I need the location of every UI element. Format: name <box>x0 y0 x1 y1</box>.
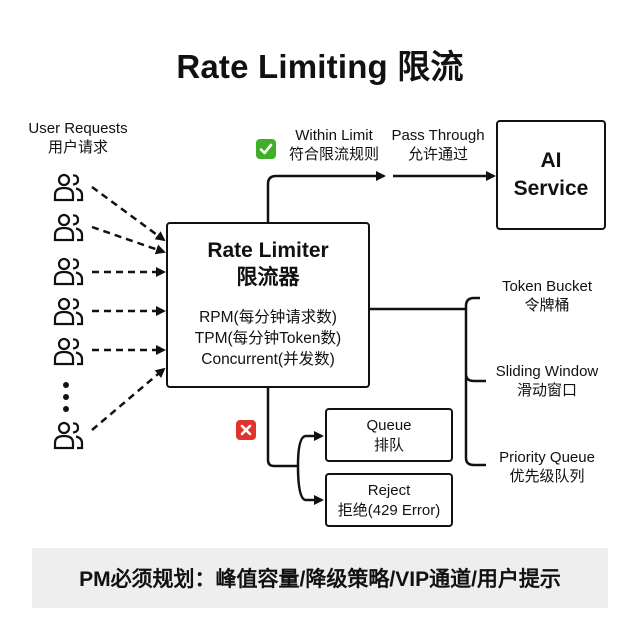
within-limit-arrow <box>266 171 386 222</box>
user-requests-label-zh: 用户请求 <box>47 139 108 156</box>
within-limit-label-zh: 符合限流规则 <box>288 146 379 163</box>
pass-through-label: Pass Through 允许通过 <box>384 126 492 164</box>
footer-banner: PM必须规划：峰值容量/降级策略/VIP通道/用户提示 <box>32 548 608 608</box>
users-icon <box>52 296 86 331</box>
reject-arrow <box>296 465 324 505</box>
check-mark-icon <box>256 139 276 159</box>
users-icon <box>52 212 86 247</box>
algorithm-bracket <box>464 296 486 467</box>
users-icon <box>52 256 86 291</box>
rate-limiter-box[interactable]: Rate Limiter 限流器 RPM(每分钟请求数) TPM(每分钟Toke… <box>166 222 370 388</box>
algorithm-label-en: Sliding Window <box>495 363 599 380</box>
rate-limiter-title-en: Rate Limiter <box>207 239 329 262</box>
diagram-title: Rate Limiting 限流 <box>176 48 464 85</box>
algorithm-label-zh: 优先级队列 <box>509 468 585 485</box>
queue-arrow <box>296 431 324 467</box>
within-limit-label: Within Limit 符合限流规则 <box>282 126 386 164</box>
queue-box[interactable]: Queue 排队 <box>325 408 453 462</box>
algorithm-label-zh: 滑动窗口 <box>516 382 577 399</box>
user-arrow <box>91 185 166 242</box>
reject-label-zh: 拒绝(429 Error) <box>337 502 441 519</box>
reject-label-en: Reject <box>367 482 411 499</box>
users-icon <box>52 172 86 207</box>
metric-concurrent: Concurrent(并发数) <box>201 351 335 368</box>
user-arrow <box>91 225 166 255</box>
more-users-ellipsis <box>62 380 70 412</box>
reject-box[interactable]: Reject 拒绝(429 Error) <box>325 473 453 527</box>
exceeded-path <box>266 388 298 468</box>
footer-text: PM必须规划：峰值容量/降级策略/VIP通道/用户提示 <box>79 568 561 591</box>
algorithm-label-en: Priority Queue <box>499 449 595 466</box>
algorithm-label-en: Token Bucket <box>501 278 593 295</box>
within-limit-label-en: Within Limit <box>295 127 373 144</box>
metric-tpm: TPM(每分钟Token数) <box>194 330 342 347</box>
pass-through-label-zh: 允许通过 <box>407 146 468 163</box>
user-requests-label: User Requests 用户请求 <box>8 119 148 157</box>
algorithm-token-bucket: Token Bucket 令牌桶 <box>482 277 612 315</box>
cross-mark-icon <box>236 420 256 440</box>
users-icon <box>52 420 86 455</box>
metric-rpm: RPM(每分钟请求数) <box>199 309 337 326</box>
algorithm-label-zh: 令牌桶 <box>524 297 570 314</box>
algorithm-priority-queue: Priority Queue 优先级队列 <box>482 448 612 486</box>
ai-service-line2: Service <box>513 177 589 200</box>
pass-through-label-en: Pass Through <box>391 127 485 144</box>
user-arrow <box>91 367 166 431</box>
ai-service-line1: AI <box>540 149 562 172</box>
rate-limiter-title-zh: 限流器 <box>236 266 300 289</box>
user-request-arrows <box>91 185 166 431</box>
algorithm-sliding-window: Sliding Window 滑动窗口 <box>482 362 612 400</box>
queue-label-zh: 排队 <box>373 437 404 454</box>
ai-service-box[interactable]: AI Service <box>496 120 606 230</box>
user-requests-label-en: User Requests <box>28 120 128 137</box>
users-icon <box>52 336 86 371</box>
queue-label-en: Queue <box>366 417 412 434</box>
